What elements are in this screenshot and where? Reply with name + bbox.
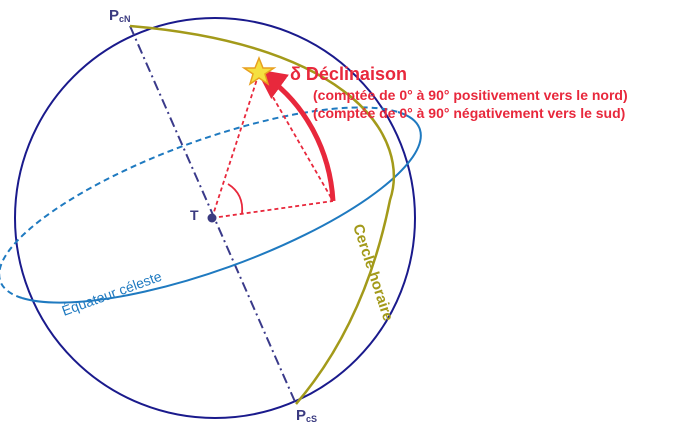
declination-note-north: (comptée de 0° à 90° positivement vers l…	[313, 87, 628, 103]
line-star-to-equator	[258, 72, 334, 202]
declination-note-south: (comptée de 0° à 90° négativement vers l…	[313, 105, 625, 121]
declination-title: δ Déclinaison	[290, 64, 407, 84]
line-to-equator	[211, 200, 334, 219]
declination-arc	[255, 69, 336, 202]
line-to-star	[211, 72, 260, 219]
north-pole-label: PcN	[109, 7, 131, 24]
center-point	[207, 213, 217, 223]
center-label: T	[190, 207, 199, 223]
equator-label: Équateur céleste	[60, 268, 164, 319]
celestial-sphere	[14, 17, 416, 419]
celestial-equator-front	[21, 111, 422, 304]
south-pole-label: PcS	[296, 407, 317, 424]
celestial-equator-back	[0, 106, 399, 299]
star-icon	[241, 55, 277, 86]
hour-circle	[129, 24, 395, 405]
declination-angle-arc	[227, 183, 244, 215]
